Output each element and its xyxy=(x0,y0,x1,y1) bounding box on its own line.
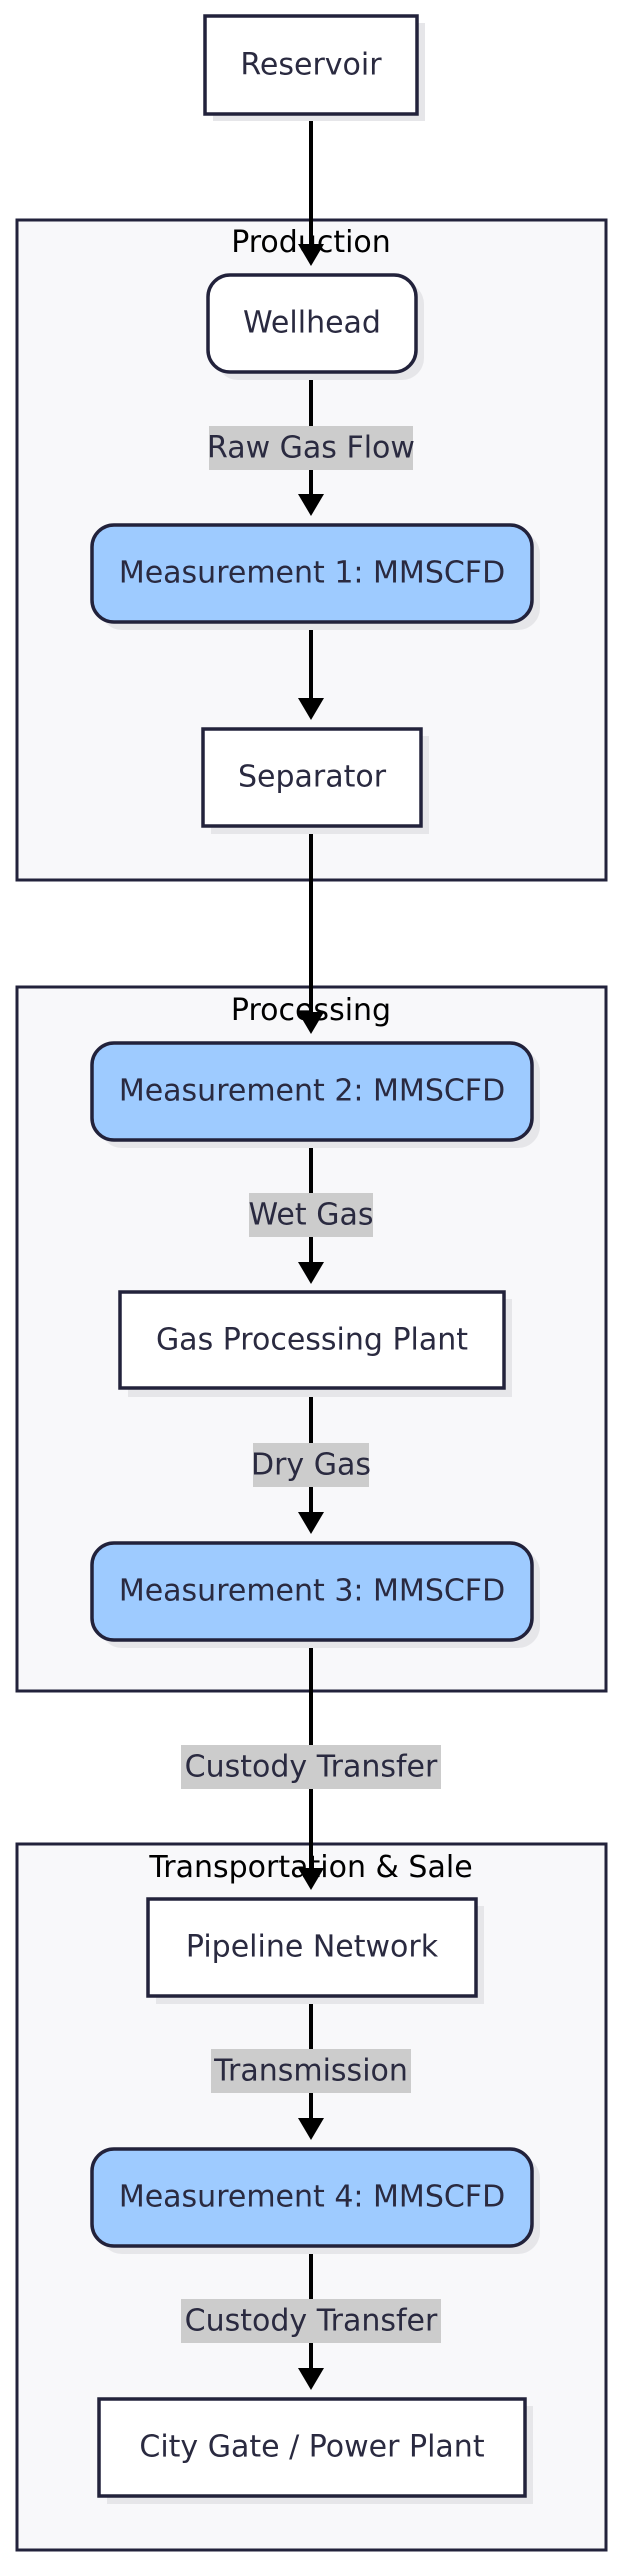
edge-label-custody-transfer-2: Custody Transfer xyxy=(185,2304,438,2339)
arrow-head xyxy=(298,1512,324,1534)
arrow-head xyxy=(298,2118,324,2140)
edge-label-bg xyxy=(211,2049,411,2093)
node-separator: Separator xyxy=(201,727,429,834)
node-gas-processing-plant: Gas Processing Plant xyxy=(118,1290,512,1397)
arrow-head xyxy=(298,2368,324,2390)
node-measurement-4-box xyxy=(90,2147,534,2248)
edge-label-wet-gas: Wet Gas xyxy=(249,1198,374,1233)
node-wellhead-box xyxy=(206,273,418,374)
node-measurement-3-label: Measurement 3: MMSCFD xyxy=(119,1574,505,1609)
node-city-gate-box xyxy=(97,2397,527,2498)
node-measurement-4: Measurement 4: MMSCFD xyxy=(90,2147,540,2254)
edge-label-dry-gas: Dry Gas xyxy=(251,1448,371,1483)
node-measurement-4-label: Measurement 4: MMSCFD xyxy=(119,2180,505,2215)
arrow-head xyxy=(298,698,324,720)
edge-label-transmission: Transmission xyxy=(213,2054,408,2089)
arrow-head xyxy=(298,244,324,266)
node-city-gate-label: City Gate / Power Plant xyxy=(139,2430,484,2465)
edge-label-bg xyxy=(253,1443,369,1487)
node-city-gate: City Gate / Power Plant xyxy=(97,2397,533,2504)
node-pipeline-network-label: Pipeline Network xyxy=(186,1930,439,1965)
node-measurement-3: Measurement 3: MMSCFD xyxy=(90,1541,540,1648)
edge-label-custody-transfer-1: Custody Transfer xyxy=(185,1750,438,1785)
node-reservoir-label: Reservoir xyxy=(240,48,382,83)
node-measurement-2-box xyxy=(90,1041,534,1142)
arrow-head xyxy=(298,1868,324,1890)
arrow-head xyxy=(298,494,324,516)
node-separator-label: Separator xyxy=(238,760,387,795)
arrow-head xyxy=(298,1012,324,1034)
node-gas-processing-plant-label: Gas Processing Plant xyxy=(156,1323,468,1358)
node-wellhead: Wellhead xyxy=(206,273,424,380)
node-measurement-1: Measurement 1: MMSCFD xyxy=(90,523,540,630)
node-reservoir-box xyxy=(203,14,419,116)
edge-label-bg xyxy=(181,1745,441,1789)
node-measurement-1-box xyxy=(90,523,534,624)
node-reservoir: Reservoir xyxy=(203,14,425,121)
edge-label-bg xyxy=(249,1193,373,1237)
node-measurement-2-label: Measurement 2: MMSCFD xyxy=(119,1074,505,1109)
node-pipeline-network-box xyxy=(146,1897,478,1998)
node-pipeline-network: Pipeline Network xyxy=(146,1897,484,2004)
node-measurement-2: Measurement 2: MMSCFD xyxy=(90,1041,540,1148)
edge-labels: Raw Gas Flow Wet Gas Dry Gas Custody Tra… xyxy=(181,426,441,2343)
node-separator-box xyxy=(201,727,423,828)
edge-label-bg xyxy=(181,2299,441,2343)
edge-label-bg xyxy=(209,426,413,470)
node-measurement-1-label: Measurement 1: MMSCFD xyxy=(119,556,505,591)
node-measurement-3-box xyxy=(90,1541,534,1642)
edge-label-raw-gas-flow: Raw Gas Flow xyxy=(207,431,415,466)
arrow-head xyxy=(298,1262,324,1284)
node-gas-processing-plant-box xyxy=(118,1290,506,1390)
node-wellhead-label: Wellhead xyxy=(243,306,381,341)
